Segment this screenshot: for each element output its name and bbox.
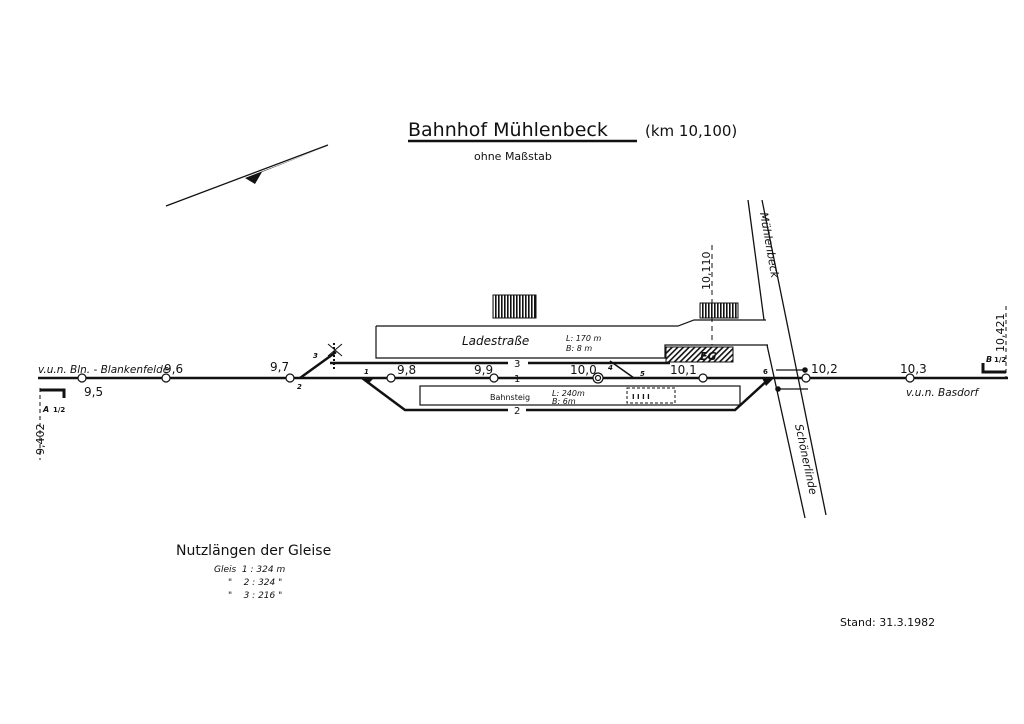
track-lengths-heading: Nutzlängen der Gleise (176, 543, 331, 559)
km-label: 10,3 (900, 362, 927, 376)
km-marker (801, 373, 811, 383)
title-km: (km 10,100) (645, 122, 737, 140)
platform-length: L: 240m (552, 389, 585, 398)
dashed-marker-label: 10,110 (700, 252, 713, 291)
track-length-row: " 2 : 324 " (228, 578, 282, 588)
north-arrow-icon (165, 144, 329, 207)
signal-a-fraction: 1/2 (53, 406, 65, 414)
km-marker (161, 373, 171, 383)
track-length-row: " 3 : 216 " (228, 591, 282, 601)
signal-b-icon (981, 306, 1007, 378)
signal-a-label: A (42, 405, 49, 414)
title: Bahnhof Mühlenbeck (408, 119, 608, 141)
track-2 (361, 376, 771, 412)
km-label: 9,6 (164, 362, 183, 376)
km-marker-circles (77, 372, 915, 384)
stand-date: Stand: 31.3.1982 (840, 616, 935, 629)
platform-name: Bahnsteig (490, 393, 530, 402)
km-marker (489, 373, 499, 383)
signal-b-label: B (986, 355, 992, 364)
track-label-2: 2 (514, 406, 520, 417)
km-marker (698, 373, 708, 383)
platform (419, 385, 741, 406)
signal-b-fraction: 1/2 (994, 356, 1006, 364)
km-label: 9,9 (474, 363, 493, 377)
siding-switch-3 (299, 350, 337, 380)
switch-label: 6 (763, 368, 768, 376)
ladestrasse-name: Ladestraße (462, 334, 529, 348)
km-label: 10,2 (811, 362, 838, 376)
subtitle: ohne Maßstab (474, 150, 552, 163)
km-marker (386, 373, 396, 383)
ladestrasse-length: L: 170 m (566, 334, 602, 343)
km-marker (905, 373, 915, 383)
road-label-north: Mühlenbeck (757, 211, 781, 279)
km-marker (285, 373, 295, 383)
road-label-south: Schönerlinde (792, 423, 820, 496)
building-hatched (699, 302, 739, 319)
crossover-4-5 (609, 360, 635, 379)
direction-right: v.u.n. Basdorf (906, 387, 981, 399)
platform-shelter (626, 387, 676, 404)
tracks (38, 350, 1008, 412)
ladestrasse-width: B: 8 m (566, 344, 592, 353)
switch-label: 1 (364, 368, 369, 376)
platform-width: B: 6m (552, 397, 576, 406)
km-marker (77, 373, 87, 383)
km-label: 9,7 (270, 360, 289, 374)
station-building-label: EG (700, 350, 717, 363)
km-label: 9,5 (84, 385, 103, 399)
switch-marker (362, 378, 374, 384)
signal-a-km: 9,402 (34, 424, 47, 456)
switch-marker (762, 378, 774, 386)
signal-b-km: 10,421 (994, 314, 1007, 353)
shelter-marks: I I I I (632, 393, 650, 401)
ladestrasse-outline (375, 319, 768, 359)
station-building (665, 346, 734, 363)
level-crossing (775, 367, 808, 392)
track-length-row: Gleis 1 : 324 m (214, 565, 285, 575)
signal-a-icon (39, 388, 66, 460)
km-label: 10,1 (670, 363, 697, 377)
km-label: 10,0 (570, 363, 597, 377)
building-hatched (492, 294, 537, 319)
switch-label: 5 (640, 370, 645, 378)
road-muehlenbeck (747, 199, 827, 519)
direction-left: v.u.n. Bln. - Blankenfelde (38, 364, 169, 376)
track-label-3: 3 (514, 359, 520, 370)
switch-label: 3 (313, 352, 318, 360)
buffer-stop-icon (327, 343, 343, 357)
switch-label: 4 (608, 364, 613, 372)
km-label: 9,8 (397, 363, 416, 377)
track-label-1: 1 (514, 374, 520, 385)
switch-label: 2 (297, 383, 302, 391)
